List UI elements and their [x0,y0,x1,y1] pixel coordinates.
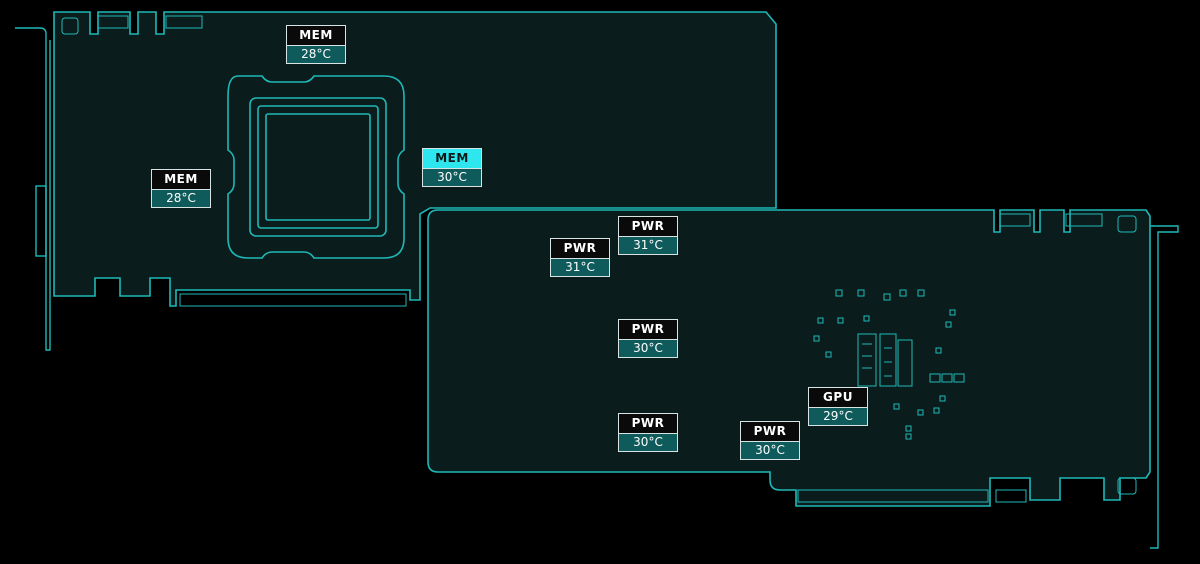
back-board-gpu-outer [249,97,387,237]
gpu-footprint-comp-r [905,433,912,440]
gpu-footprint-comp-m [825,351,832,358]
gpu-footprint-comp-j [837,317,844,324]
gpu-footprint-block-b [879,333,897,387]
gpu-footprint-comp-k [945,321,952,328]
sensor-pwr-left-label: PWR [551,239,609,259]
sensor-pwr-left: PWR 31°C [550,238,610,277]
gpu-footprint-comp-b [941,373,953,383]
gpu-footprint-comp-t [893,403,900,410]
back-board-finger-a [97,15,129,29]
back-board-gpu-frame [227,75,405,259]
gpu-footprint-comp-l [813,335,820,342]
sensor-pwr-right-temp: 30°C [741,442,799,459]
gpu-footprint-comp-c [953,373,965,383]
back-board-io-port [35,185,47,257]
sensor-mem-left-label: MEM [152,170,210,190]
sensor-pwr-bottom: PWR 30°C [618,413,678,452]
gpu-footprint-comp-g [899,289,907,297]
back-board-finger-c [61,17,79,35]
sensor-gpu-temp: 29°C [809,408,867,425]
sensor-pwr-middle-label: PWR [619,320,677,340]
sensor-gpu-label: GPU [809,388,867,408]
gpu-footprint-block-a [857,333,877,387]
sensor-gpu: GPU 29°C [808,387,868,426]
gpu-footprint-comp-p [933,407,940,414]
gpu-footprint-comp-u [949,309,956,316]
gpu-footprint-block-c [897,339,913,387]
gpu-footprint-comp-v [863,315,870,322]
sensor-pwr-right-label: PWR [741,422,799,442]
front-board [427,209,1179,549]
sensor-pwr-middle: PWR 30°C [618,319,678,358]
front-board-pcie-fingers [797,489,989,503]
sensor-mem-top-temp: 28°C [287,46,345,63]
sensor-pwr-right: PWR 30°C [740,421,800,460]
sensor-pwr-top: PWR 31°C [618,216,678,255]
sensor-pwr-top-label: PWR [619,217,677,237]
gpu-footprint-comp-h [917,289,925,297]
gpu-footprint-comp-o [939,395,946,402]
front-board-finger-a [999,213,1031,227]
gpu-footprint-comp-f [883,293,891,301]
back-board [15,11,777,351]
back-board-finger-b [165,15,203,29]
gpu-footprint-comp-a [929,373,941,383]
front-board-finger-d [1117,477,1137,495]
gpu-footprint-comp-s [917,409,924,416]
sensor-pwr-left-temp: 31°C [551,259,609,276]
sensor-mem-right-label: MEM [423,149,481,169]
sensor-mem-right-temp: 30°C [423,169,481,186]
sensor-mem-left-temp: 28°C [152,190,210,207]
sensor-pwr-bottom-temp: 30°C [619,434,677,451]
sensor-pwr-middle-temp: 30°C [619,340,677,357]
front-board-pcie-fingers-2 [995,489,1027,503]
back-board-bracket [15,27,51,351]
sensor-mem-left: MEM 28°C [151,169,211,208]
sensor-mem-top: MEM 28°C [286,25,346,64]
back-board-pcie-fingers [179,293,407,307]
gpu-footprint-comp-n [935,347,942,354]
front-board-bracket [1150,225,1179,549]
gpu-footprint-comp-q [905,425,912,432]
front-board-finger-b [1065,213,1103,227]
sensor-pwr-top-temp: 31°C [619,237,677,254]
front-board-outline [427,209,1151,507]
gpu-footprint-comp-d [835,289,843,297]
sensor-mem-top-label: MEM [287,26,345,46]
sensor-mem-right: MEM 30°C [422,148,482,187]
back-board-gpu-mid [257,105,379,229]
sensor-pwr-bottom-label: PWR [619,414,677,434]
back-board-gpu-die [265,113,371,221]
gpu-footprint [813,289,965,440]
gpu-footprint-comp-e [857,289,865,297]
gpu-footprint-comp-i [817,317,824,324]
front-board-finger-c [1117,215,1137,233]
back-board-outline [53,11,777,307]
